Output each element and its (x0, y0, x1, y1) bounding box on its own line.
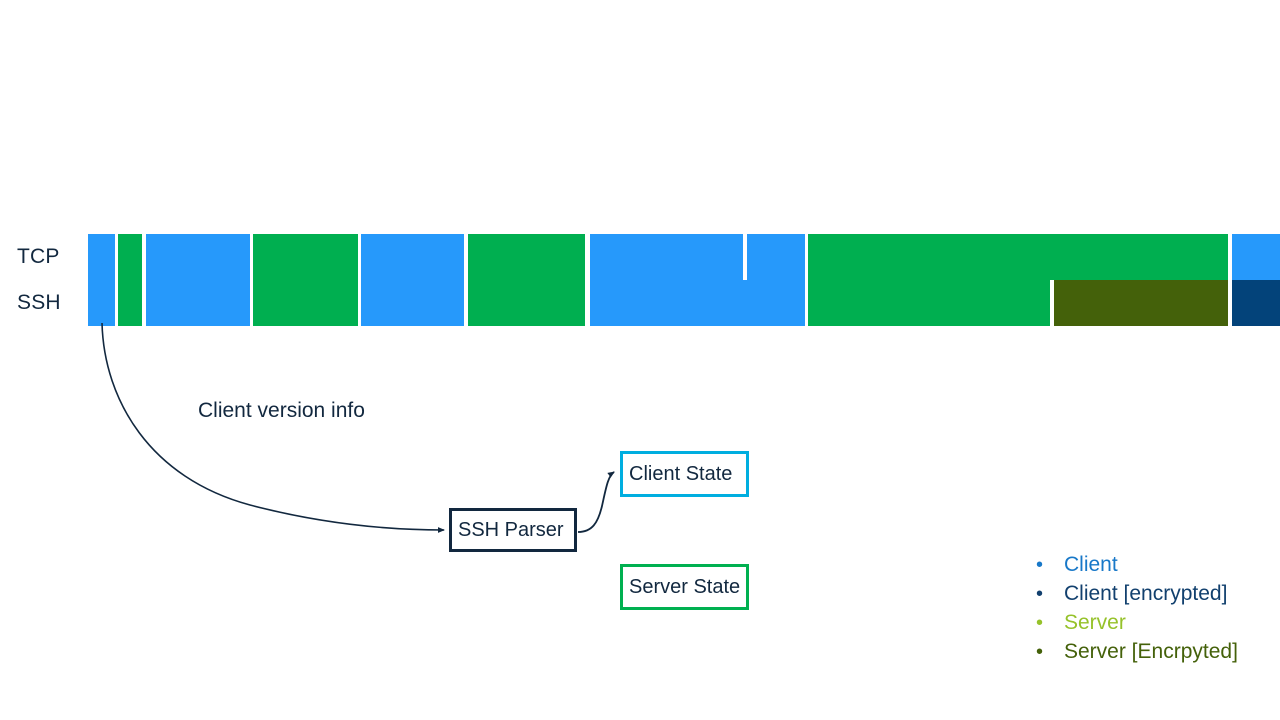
ssh-packet-segment (361, 280, 464, 326)
tcp-packet-segment (361, 234, 464, 280)
tcp-packet-segment (118, 234, 142, 280)
parser-to-client-state-arrow (577, 471, 615, 533)
client-version-info-label: Client version info (198, 399, 365, 422)
tcp-packet-segment (808, 234, 1228, 280)
ssh-parser-label: SSH Parser (458, 518, 564, 541)
ssh-packet-segment (118, 280, 142, 326)
ssh-packet-segment (1232, 280, 1280, 326)
ssh-packet-strip (0, 280, 1280, 326)
server-state-label: Server State (629, 575, 741, 598)
legend-bullet-icon: • (1036, 583, 1044, 605)
tcp-packet-segment (146, 234, 250, 280)
tcp-row-label: TCP (17, 245, 60, 268)
legend-bullet-icon: • (1036, 554, 1044, 576)
legend-item-label: Client [encrypted] (1064, 582, 1228, 605)
server-state-node[interactable]: Server State (620, 564, 749, 610)
client-state-label: Client State (629, 462, 733, 485)
tcp-packet-segment (468, 234, 585, 280)
ssh-row-label: SSH (17, 291, 61, 314)
ssh-packet-segment (88, 280, 115, 326)
tcp-packet-strip (0, 234, 1280, 280)
legend-item: • Server (1036, 608, 1280, 637)
ssh-packet-segment (1054, 280, 1228, 326)
ssh-packet-segment (253, 280, 358, 326)
tcp-packet-segment (1232, 234, 1280, 280)
legend-item-label: Server [Encrpyted] (1064, 640, 1238, 663)
ssh-packet-segment (468, 280, 585, 326)
ssh-packet-segment (590, 280, 805, 326)
legend-item: • Server [Encrpyted] (1036, 637, 1280, 666)
legend-item-label: Server (1064, 611, 1126, 634)
tcp-packet-segment (590, 234, 743, 280)
legend-item: • Client (1036, 550, 1280, 579)
legend-bullet-icon: • (1036, 641, 1044, 663)
tcp-packet-segment (747, 234, 805, 280)
packet-to-parser-arrow (101, 322, 445, 533)
client-state-node[interactable]: Client State (620, 451, 749, 497)
legend-item-label: Client (1064, 553, 1118, 576)
ssh-parser-node[interactable]: SSH Parser (449, 508, 577, 552)
legend-item: • Client [encrypted] (1036, 579, 1280, 608)
legend: • Client • Client [encrypted] • Server • Server… (1036, 550, 1280, 666)
ssh-packet-segment (146, 280, 250, 326)
legend-bullet-icon: • (1036, 612, 1044, 634)
ssh-packet-segment (808, 280, 1050, 326)
tcp-packet-segment (253, 234, 358, 280)
tcp-packet-segment (88, 234, 115, 280)
